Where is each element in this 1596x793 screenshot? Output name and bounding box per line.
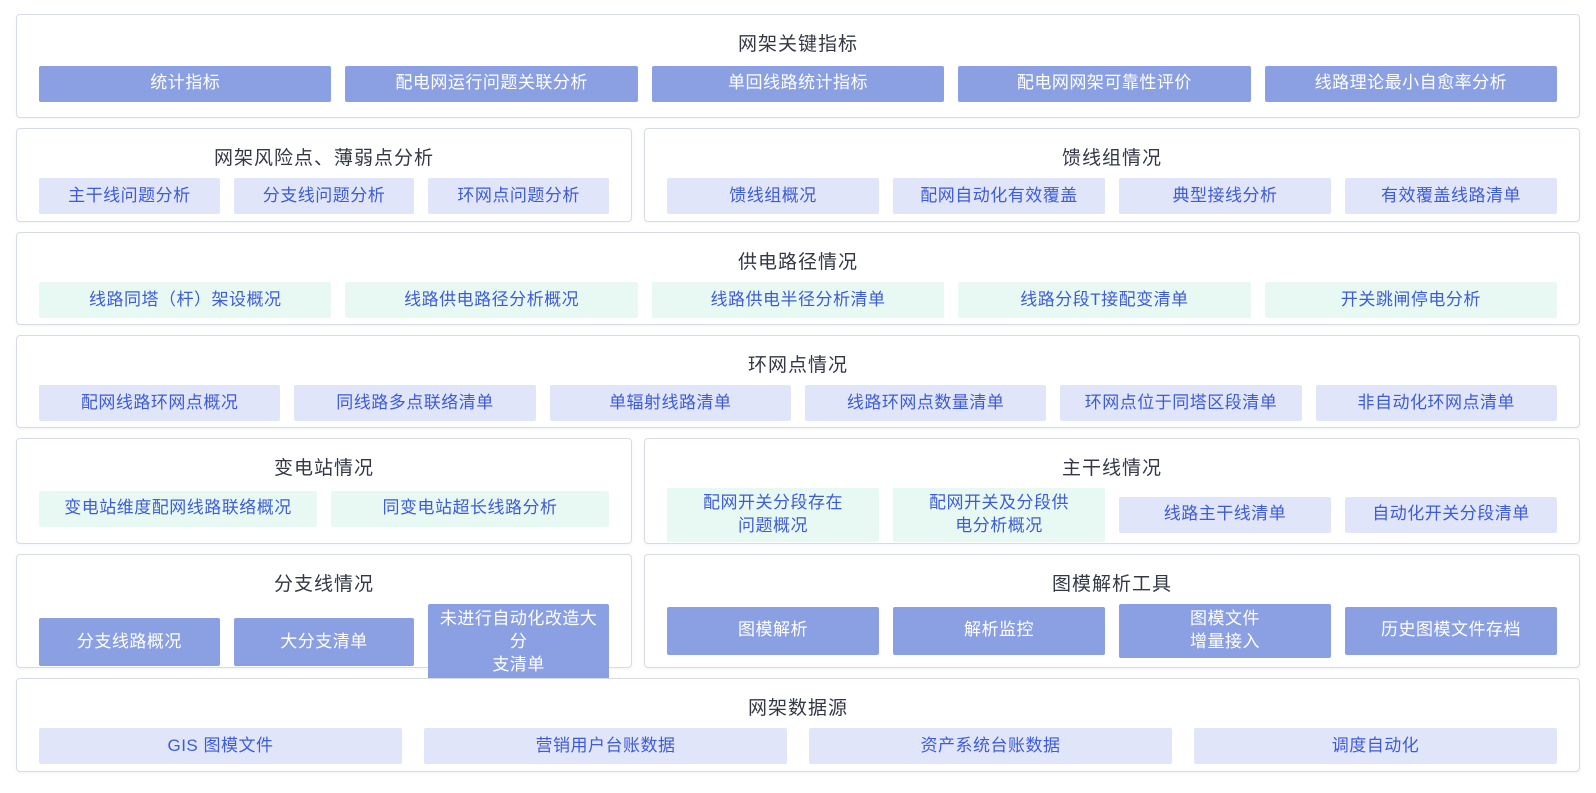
tile-automated-switch-segment-list[interactable]: 自动化开关分段清单 — [1345, 496, 1557, 533]
tile-asset-account-data[interactable]: 资产系统台账数据 — [809, 728, 1172, 764]
tile-group: 统计指标 配电网运行问题关联分析 单回线路统计指标 配电网网架可靠性评价 线路理… — [39, 64, 1558, 103]
row-ring-points: 环网点情况 配网线路环网点概况 同线路多点联络清单 单辐射线路清单 线路环网点数… — [16, 335, 1580, 428]
panel-title-data-sources: 网架数据源 — [747, 698, 848, 719]
tile-switch-segment-supply-overview[interactable]: 配网开关及分段供 电分析概况 — [893, 488, 1105, 542]
panel-data-sources: 网架数据源 GIS 图模文件 营销用户台账数据 资产系统台账数据 调度自动化 — [16, 678, 1580, 772]
tile-trunk-line-list[interactable]: 线路主干线清单 — [1119, 496, 1331, 533]
tile-t-connection-transformer-list[interactable]: 线路分段T接配变清单 — [958, 282, 1251, 318]
tile-coverage-line-list[interactable]: 有效覆盖线路清单 — [1345, 178, 1557, 214]
tile-switch-segment-issue-overview[interactable]: 配网开关分段存在 问题概况 — [667, 488, 879, 542]
panel-branch-line: 分支线情况 分支线路概况 大分支清单 未进行自动化改造大分 支清单 — [16, 554, 632, 681]
panel-key-indicators: 网架关键指标 统计指标 配电网运行问题关联分析 单回线路统计指标 配电网网架可靠… — [16, 14, 1580, 118]
tile-group: 配网开关分段存在 问题概况 配网开关及分段供 电分析概况 线路主干线清单 自动化… — [667, 488, 1557, 542]
tile-substation-long-line-analysis[interactable]: 同变电站超长线路分析 — [331, 490, 609, 527]
tile-automation-coverage[interactable]: 配网自动化有效覆盖 — [893, 178, 1105, 214]
tile-non-automated-ring-point-list[interactable]: 非自动化环网点清单 — [1315, 385, 1557, 421]
panel-feeder-group: 馈线组情况 馈线组概况 配网自动化有效覆盖 典型接线分析 有效覆盖线路清单 — [644, 128, 1580, 222]
panel-title-ring-points: 环网点情况 — [747, 355, 848, 376]
panel-title-trunk-line: 主干线情况 — [1061, 458, 1162, 479]
tile-group: 馈线组概况 配网自动化有效覆盖 典型接线分析 有效覆盖线路清单 — [667, 178, 1557, 214]
panel-substation: 变电站情况 变电站维度配网线路联络概况 同变电站超长线路分析 — [16, 438, 632, 544]
panel-title-supply-path: 供电路径情况 — [737, 252, 858, 273]
panel-title-key-indicators: 网架关键指标 — [737, 34, 858, 55]
tile-trunk-line-issue-analysis[interactable]: 主干线问题分析 — [39, 178, 220, 214]
tile-stat-indicators[interactable]: 统计指标 — [39, 65, 332, 102]
tile-group: 变电站维度配网线路联络概况 同变电站超长线路分析 — [39, 488, 609, 529]
tile-ring-point-issue-analysis[interactable]: 环网点问题分析 — [428, 178, 610, 214]
tile-grid-operation-issue-analysis[interactable]: 配电网运行问题关联分析 — [345, 65, 638, 102]
tile-feeder-group-overview[interactable]: 馈线组概况 — [667, 178, 879, 214]
tile-model-parsing[interactable]: 图模解析 — [667, 606, 879, 655]
tile-multi-point-contact-list[interactable]: 同线路多点联络清单 — [294, 385, 536, 421]
tile-same-tower-overview[interactable]: 线路同塔（杆）架设概况 — [39, 282, 332, 318]
tile-typical-wiring-analysis[interactable]: 典型接线分析 — [1119, 178, 1331, 214]
tile-group: 主干线问题分析 分支线问题分析 环网点问题分析 — [39, 178, 610, 214]
row-supply-path: 供电路径情况 线路同塔（杆）架设概况 线路供电路径分析概况 线路供电半径分析清单… — [16, 232, 1580, 325]
row-risk-feeder: 网架风险点、薄弱点分析 主干线问题分析 分支线问题分析 环网点问题分析 馈线组情… — [16, 128, 1580, 222]
tile-marketing-account-data[interactable]: 营销用户台账数据 — [424, 728, 787, 764]
row-data-sources: 网架数据源 GIS 图模文件 营销用户台账数据 资产系统台账数据 调度自动化 — [16, 678, 1580, 772]
tile-substation-line-contact-overview[interactable]: 变电站维度配网线路联络概况 — [39, 490, 317, 527]
tile-group: 分支线路概况 大分支清单 未进行自动化改造大分 支清单 — [39, 604, 610, 681]
tile-ring-point-same-tower-list[interactable]: 环网点位于同塔区段清单 — [1060, 385, 1302, 421]
tile-large-branch-list[interactable]: 大分支清单 — [233, 618, 415, 667]
panel-risk-weak-point-analysis: 网架风险点、薄弱点分析 主干线问题分析 分支线问题分析 环网点问题分析 — [16, 128, 632, 222]
panel-title-risk-weak-point: 网架风险点、薄弱点分析 — [213, 148, 434, 169]
tile-group: 配网线路环网点概况 同线路多点联络清单 单辐射线路清单 线路环网点数量清单 环网… — [39, 385, 1557, 421]
tile-switch-trip-outage-analysis[interactable]: 开关跳闸停电分析 — [1264, 282, 1558, 318]
panel-model-parsing-tools: 图模解析工具 图模解析 解析监控 图模文件 增量接入 历史图模文件存档 — [644, 554, 1580, 668]
tile-branch-line-overview[interactable]: 分支线路概况 — [39, 618, 220, 667]
tile-non-automated-large-branch-list[interactable]: 未进行自动化改造大分 支清单 — [428, 604, 610, 681]
tile-dispatch-automation[interactable]: 调度自动化 — [1194, 728, 1557, 764]
tile-min-self-healing-analysis[interactable]: 线路理论最小自愈率分析 — [1264, 65, 1558, 102]
tile-group: 线路同塔（杆）架设概况 线路供电路径分析概况 线路供电半径分析清单 线路分段T接… — [39, 282, 1558, 318]
tile-branch-line-issue-analysis[interactable]: 分支线问题分析 — [233, 178, 415, 214]
tile-group: GIS 图模文件 营销用户台账数据 资产系统台账数据 调度自动化 — [39, 728, 1557, 764]
panel-title-model-parsing-tools: 图模解析工具 — [1051, 574, 1172, 595]
tile-supply-path-overview[interactable]: 线路供电路径分析概况 — [345, 282, 638, 318]
tile-parsing-monitor[interactable]: 解析监控 — [893, 606, 1105, 655]
panel-title-branch-line: 分支线情况 — [273, 574, 374, 595]
panel-title-substation: 变电站情况 — [273, 458, 374, 479]
panel-ring-points: 环网点情况 配网线路环网点概况 同线路多点联络清单 单辐射线路清单 线路环网点数… — [16, 335, 1580, 428]
row-key-indicators: 网架关键指标 统计指标 配电网运行问题关联分析 单回线路统计指标 配电网网架可靠… — [16, 14, 1580, 118]
tile-ring-point-overview[interactable]: 配网线路环网点概况 — [39, 385, 281, 421]
tile-grid-reliability-eval[interactable]: 配电网网架可靠性评价 — [958, 65, 1251, 102]
panel-title-feeder-group: 馈线组情况 — [1061, 148, 1162, 169]
tile-model-file-incremental-access[interactable]: 图模文件 增量接入 — [1119, 604, 1331, 658]
row-branch-modeltools: 分支线情况 分支线路概况 大分支清单 未进行自动化改造大分 支清单 图模解析工具… — [16, 554, 1580, 681]
tile-model-file-archive[interactable]: 历史图模文件存档 — [1345, 606, 1557, 655]
tile-single-line-stats[interactable]: 单回线路统计指标 — [651, 65, 945, 102]
tile-group: 图模解析 解析监控 图模文件 增量接入 历史图模文件存档 — [667, 604, 1557, 658]
tile-ring-point-count-list[interactable]: 线路环网点数量清单 — [804, 385, 1047, 421]
panel-supply-path: 供电路径情况 线路同塔（杆）架设概况 线路供电路径分析概况 线路供电半径分析清单… — [16, 232, 1580, 325]
tile-single-radial-line-list[interactable]: 单辐射线路清单 — [549, 385, 791, 421]
panel-trunk-line: 主干线情况 配网开关分段存在 问题概况 配网开关及分段供 电分析概况 线路主干线… — [644, 438, 1580, 544]
row-substation-trunk: 变电站情况 变电站维度配网线路联络概况 同变电站超长线路分析 主干线情况 配网开… — [16, 438, 1580, 544]
tile-supply-radius-list[interactable]: 线路供电半径分析清单 — [651, 282, 945, 318]
tile-gis-model-file[interactable]: GIS 图模文件 — [39, 728, 402, 764]
